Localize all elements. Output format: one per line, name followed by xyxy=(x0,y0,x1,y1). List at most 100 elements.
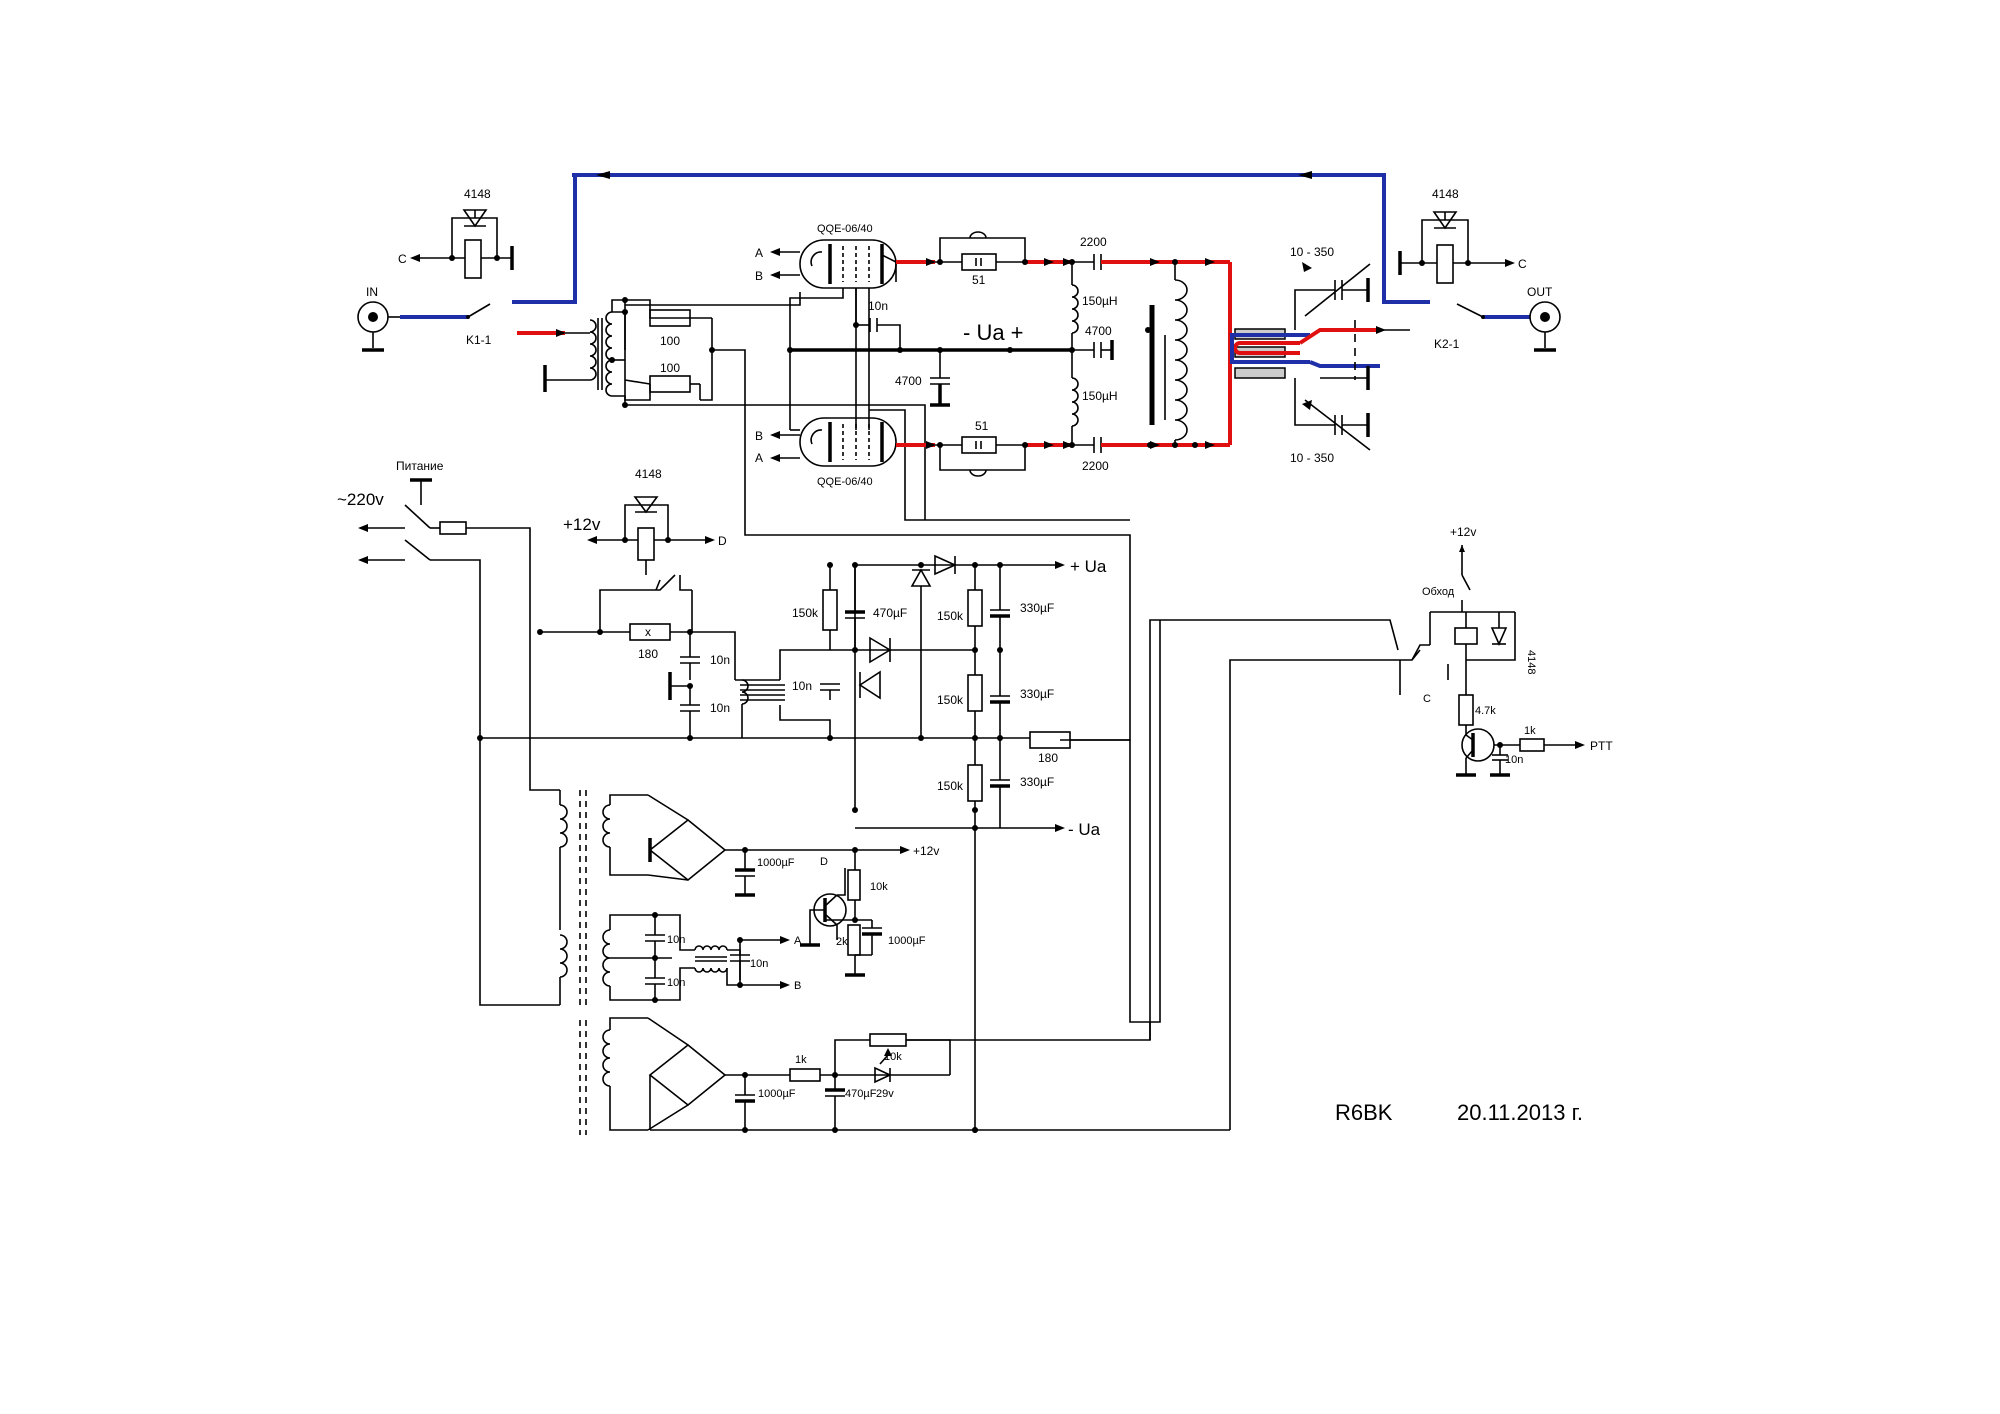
r10k-label: 10k xyxy=(870,881,888,893)
author-label: R6BK xyxy=(1335,1100,1393,1125)
k2-label: K2-1 xyxy=(1434,337,1460,351)
c330-a-label: 330µF xyxy=(1020,601,1054,615)
c330-c-label: 330µF xyxy=(1020,775,1054,789)
f10n-b-label: 10n xyxy=(667,977,685,989)
mains-label: ~220v xyxy=(337,490,384,509)
filament-filter xyxy=(640,912,790,1003)
output-link xyxy=(1230,320,1410,380)
r180b-label: 180 xyxy=(1038,751,1058,765)
input-transformer xyxy=(543,311,613,397)
rx-label: x xyxy=(645,625,651,639)
c1000b-label: 1000µF xyxy=(888,935,926,947)
ptt-label: PTT xyxy=(1590,739,1613,753)
c2200-bot-label: 2200 xyxy=(1082,459,1109,473)
tube-bottom-a: A xyxy=(755,451,763,465)
c330-b-label: 330µF xyxy=(1020,687,1054,701)
tube-bottom-b: B xyxy=(755,429,763,443)
plus12-label: +12v xyxy=(563,515,601,534)
c470b-label: 470µF xyxy=(845,1088,877,1100)
input-connector[interactable] xyxy=(357,301,400,352)
ptt-diode-label: 4148 xyxy=(1525,650,1537,674)
cv-bot-label: 10 - 350 xyxy=(1290,451,1334,465)
f10n-a-label: 10n xyxy=(667,934,685,946)
k1-label: K1-1 xyxy=(466,333,492,347)
tube-top-label: QQE-06/40 xyxy=(817,223,873,235)
c470-label: 470µF xyxy=(873,606,907,620)
cv-top-label: 10 - 350 xyxy=(1290,245,1334,259)
r100-bot-label: 100 xyxy=(660,361,680,375)
relay-k1 xyxy=(410,209,514,319)
tank-coil xyxy=(1145,259,1232,448)
f10n-c-label: 10n xyxy=(750,958,768,970)
c4700-mid-label: 4700 xyxy=(1085,324,1112,338)
out-label: OUT xyxy=(1527,285,1553,299)
cptt10n-label: 10n xyxy=(1505,754,1523,766)
bypass-line xyxy=(400,171,1530,319)
output-connector[interactable] xyxy=(1529,301,1561,352)
c1000c-label: 1000µF xyxy=(758,1088,796,1100)
anode-chokes xyxy=(1071,262,1114,445)
date-label: 20.11.2013 г. xyxy=(1457,1100,1583,1125)
mains-switch[interactable] xyxy=(358,478,560,1006)
hv-transformer xyxy=(735,649,855,739)
screen-10n-label: 10n xyxy=(868,299,888,313)
anode-top-path xyxy=(896,231,1230,271)
screen-network xyxy=(787,288,1075,407)
bypass-label: Обход xyxy=(1422,586,1455,598)
reg-d-label: D xyxy=(820,856,828,868)
c10n-a-label: 10n xyxy=(710,653,730,667)
r1k-label: 1k xyxy=(795,1054,807,1066)
r2k-label: 2k xyxy=(836,936,848,948)
c2200-top-label: 2200 xyxy=(1080,235,1107,249)
ua-center-label: - Ua + xyxy=(963,320,1024,345)
hv-relay xyxy=(587,496,715,600)
tube-bottom xyxy=(770,409,1130,521)
r150k-c-label: 150k xyxy=(937,693,964,707)
tube-top-a: A xyxy=(755,246,763,260)
in-label: IN xyxy=(366,285,378,299)
c4700-low-label: 4700 xyxy=(895,374,922,388)
ptt-c-label: C xyxy=(1423,693,1431,705)
var-cap-bottom xyxy=(1294,366,1371,451)
k2-diode-label: 4148 xyxy=(1432,187,1459,201)
r51-bot-label: 51 xyxy=(975,419,989,433)
c1000a-label: 1000µF xyxy=(757,857,795,869)
hv-multiplier xyxy=(820,554,1130,1133)
tube-top xyxy=(770,239,897,430)
r150k-d-label: 150k xyxy=(937,779,964,793)
pot10k-label: 10k xyxy=(884,1051,902,1063)
r51-top-label: 51 xyxy=(972,273,986,287)
bridge-12v xyxy=(647,794,910,897)
k2-c-label: C xyxy=(1518,257,1527,271)
tube-top-b: B xyxy=(755,269,763,283)
rptt1k-label: 1k xyxy=(1524,725,1536,737)
r180-label: 180 xyxy=(638,647,658,661)
fa-label: A xyxy=(794,935,802,947)
soft-start xyxy=(477,590,780,741)
z29-label: 29v xyxy=(876,1088,894,1100)
anode-bottom-path xyxy=(896,436,1230,477)
r150k-a-label: 150k xyxy=(792,606,819,620)
l150-bot-label: 150µH xyxy=(1082,389,1118,403)
r100-top-label: 100 xyxy=(660,334,680,348)
k1-c-label: C xyxy=(398,252,407,266)
k1-diode-label: 4148 xyxy=(464,187,491,201)
hv-relay-diode-label: 4148 xyxy=(635,467,662,481)
plus-ua-label: + Ua xyxy=(1070,557,1107,576)
relay-k2 xyxy=(1398,211,1515,319)
r150k-b-label: 150k xyxy=(937,609,964,623)
minus-ua-label: - Ua xyxy=(1068,820,1101,839)
tube-bottom-label: QQE-06/40 xyxy=(817,476,873,488)
ptt12-label: +12v xyxy=(1450,525,1476,539)
ptt-circuit xyxy=(1375,545,1585,777)
mains-transformer xyxy=(559,790,656,1135)
regulator xyxy=(800,850,882,977)
bias-supply xyxy=(647,619,1375,1133)
c10n-b-label: 10n xyxy=(710,701,730,715)
power-switch-label: Питание xyxy=(396,459,444,473)
r47k-label: 4.7k xyxy=(1475,705,1496,717)
d-label: D xyxy=(718,534,727,548)
out12-label: +12v xyxy=(913,844,939,858)
l150-top-label: 150µH xyxy=(1082,294,1118,308)
